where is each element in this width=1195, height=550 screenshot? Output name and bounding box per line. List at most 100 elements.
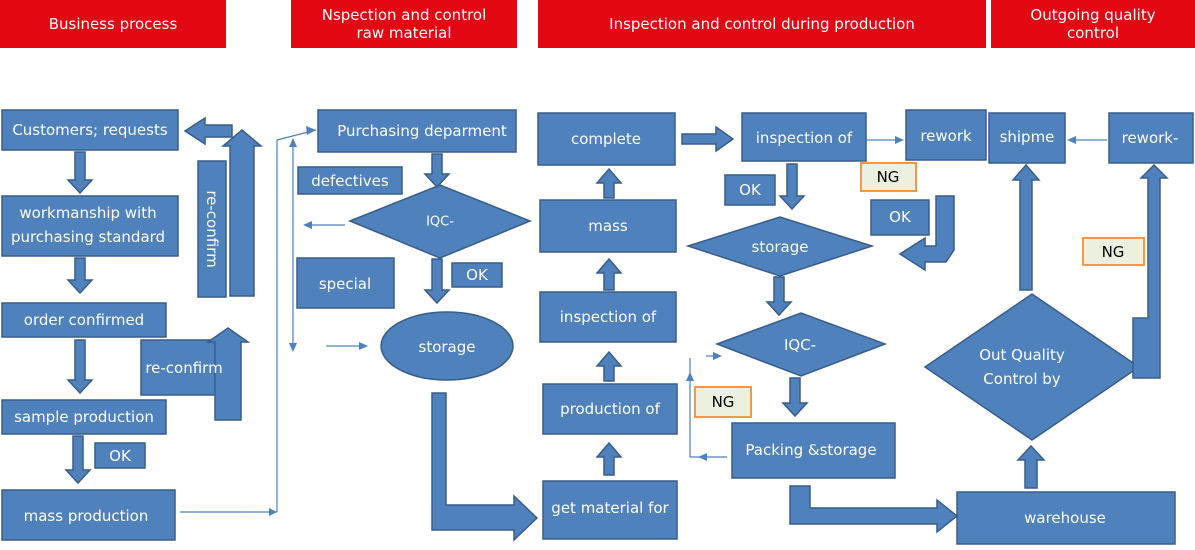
warehouse-box [956,491,1176,545]
arrowhead-raw-top [289,138,297,147]
shipme-box [988,112,1066,164]
arrow-down-purchasing [423,153,451,189]
inspection-mid-box [741,112,867,162]
arrow-up-1 [595,441,623,476]
packing-label: Packing &storage [745,441,876,459]
order-confirmed-box [1,302,167,338]
arrowhead-mass [269,508,277,516]
rework-right-label: rework- [1122,129,1179,147]
sample-label: sample production [14,408,154,426]
get-material-label: get material for [551,499,669,517]
arrowhead-production [686,372,694,381]
mass-box [539,199,677,253]
iqc-raw-diamond [348,184,532,259]
header-raw-line1: Nspection and control [321,6,487,24]
arrowhead-raw-bottom [289,343,297,352]
iqc-raw-label: IQC- [426,215,454,230]
mass-label: mass [588,217,628,235]
header-production: Inspection and control during production [538,0,986,48]
purchasing-label: Purchasing deparment [337,122,507,140]
inspection-mid-label: inspection of [756,129,853,147]
arrowhead-iqc-left [303,221,312,229]
reconfirm-label: re-confirm [145,359,222,377]
ok-business-label: OK [109,447,132,465]
line-up-to-purchasing [276,129,317,512]
arrow-left-reconfirm [183,116,233,146]
warehouse-label: warehouse [1024,509,1106,527]
workmanship-label-1: workmanship with [19,204,156,222]
arrowhead-storage [359,342,368,350]
arrow-up-reconfirm [220,129,264,297]
defectives-box [297,166,403,195]
arrow-up-warehouse [1016,444,1046,489]
arrow-up-rework-right [1132,163,1169,379]
ok-right-box [870,199,930,236]
complete-label: complete [571,130,641,148]
arrow-up-3 [595,257,623,291]
storage-raw-ellipse [380,311,514,381]
arrow-down-iqc-mid [781,377,809,418]
production-of-label: production of [560,400,660,418]
header-raw-material: Nspection and control raw material [291,0,517,48]
special-label: special [319,275,371,293]
reconfirm-vertical-box [197,160,227,298]
storage-raw-label: storage [419,338,476,356]
iqc-mid-label: IQC- [784,336,816,354]
header-outgoing-line2: control [1067,24,1119,42]
ng-top-badge [860,162,917,192]
ok-right-label: OK [889,208,912,226]
header-business-label: Business process [48,15,178,33]
defectives-label: defectives [311,172,389,190]
packing-storage-box [731,422,896,479]
arrow-down-storage [765,276,793,317]
complete-box [537,112,676,166]
arrow-down-3 [66,339,94,395]
inspection-left-label: inspection of [560,308,657,326]
rework-box [905,109,987,161]
oqc-label-1: Out Quality [979,346,1065,364]
ok-left-label: OK [739,181,762,199]
storage-mid-label: storage [752,238,809,256]
arrow-up-reconfirm-2 [205,327,251,421]
inspection-left-box [539,291,677,343]
ng-top-label: NG [877,168,900,186]
arrow-curved-rework [898,195,955,272]
ng-mid-badge [694,386,752,418]
arrow-down-iqc [423,258,451,305]
arrow-storage-to-material [431,392,539,542]
arrow-down-4 [64,435,92,485]
thin-arrowheads [269,126,1076,516]
iqc-mid-diamond [714,312,888,377]
arrow-down-1 [66,151,94,195]
get-material-box [542,480,678,540]
rework-right-box [1108,112,1194,164]
ok-raw-label: OK [466,266,489,284]
rework-label: rework [920,127,972,145]
ng-mid-label: NG [712,393,735,411]
arrow-up-4 [595,167,623,199]
arrow-up-2 [595,350,623,382]
purchasing-department-box [317,109,517,153]
workmanship-label-2: purchasing standard [11,228,165,246]
oqc-diamond [923,293,1141,441]
oqc-label-2: Control by [983,370,1061,388]
arrowhead-shipme [1067,136,1076,144]
order-label: order confirmed [24,311,144,329]
arrow-right-complete [681,125,735,153]
reconfirm-vertical-label: re-confirm [203,190,221,267]
arrow-packing-to-warehouse [789,485,959,534]
arrowhead-purchasing [306,126,316,135]
ng-right-label: NG [1102,243,1125,261]
header-outgoing: Outgoing quality control [991,0,1195,48]
header-outgoing-line1: Outgoing quality [1030,6,1156,24]
arrow-down-2 [66,257,94,295]
arrowhead-iqc-mid [713,352,722,360]
header-raw-line2: raw material [356,24,452,42]
mass-production-box [1,489,176,541]
arrowhead-packing [698,453,707,461]
header-business-process: Business process [0,0,226,48]
customers-label: Customers; requests [12,121,168,139]
sample-production-box [1,399,167,435]
reconfirm-box [140,339,229,396]
